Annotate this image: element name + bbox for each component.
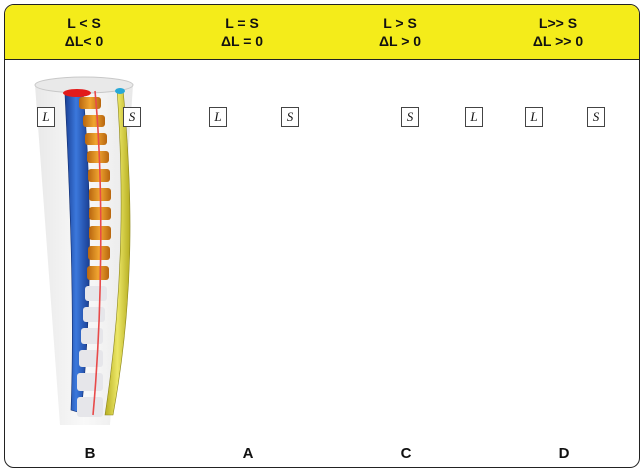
tag-c-right: L: [465, 107, 483, 127]
illustration-canvas: [5, 5, 639, 467]
tag-d-right: S: [587, 107, 605, 127]
panel-label-b: B: [75, 445, 105, 462]
panel-label-a: A: [233, 445, 263, 462]
tag-a-left: L: [209, 107, 227, 127]
tag-b-right: S: [123, 107, 141, 127]
tag-d-left: L: [525, 107, 543, 127]
cyan-cap-b: [115, 88, 125, 94]
tag-c-left: S: [401, 107, 419, 127]
tag-b-left: L: [37, 107, 55, 127]
panel-label-d: D: [549, 445, 579, 462]
panel-label-c: C: [391, 445, 421, 462]
figure-frame: L < S ΔL< 0 L = S ΔL = 0 L > S ΔL > 0 L>…: [4, 4, 640, 468]
panel-b-illustration: [35, 77, 133, 425]
red-cap-b: [63, 89, 91, 97]
tag-a-right: S: [281, 107, 299, 127]
